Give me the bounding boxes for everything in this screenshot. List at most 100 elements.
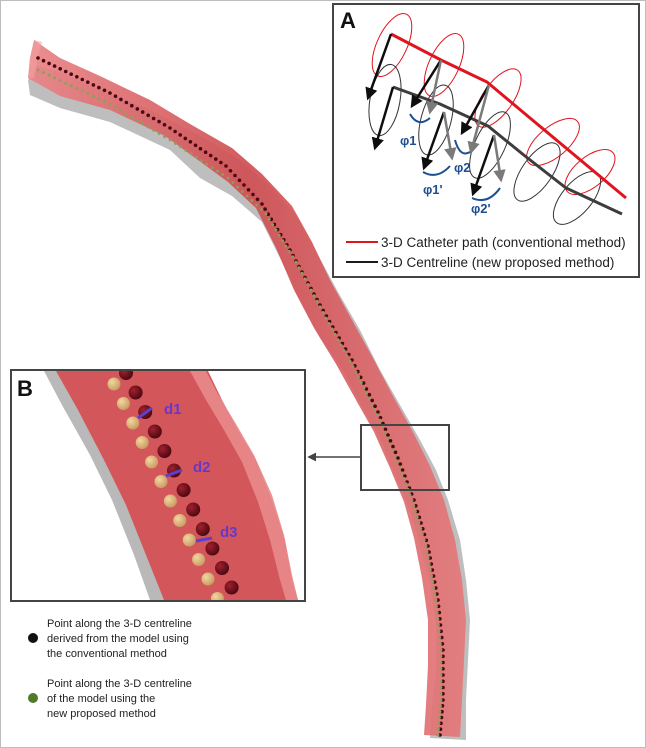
- conventional-point: [135, 107, 140, 111]
- proposed-point: [195, 155, 198, 159]
- proposed-point: [435, 611, 439, 614]
- conventional-point: [427, 550, 431, 554]
- conventional-point: [439, 721, 443, 726]
- conventional-point: [439, 715, 444, 720]
- proposed-point: [58, 79, 62, 82]
- conventional-point: [383, 427, 388, 432]
- proposed-point: [157, 132, 161, 135]
- conventional-point: [432, 580, 437, 584]
- proposed-point: [408, 493, 412, 496]
- conventional-point: [431, 574, 436, 578]
- conventional-point: [441, 648, 445, 652]
- proposed-point: [439, 661, 443, 664]
- vessel-body: [28, 40, 466, 737]
- conventional-point: [440, 704, 445, 708]
- conventional-point: [119, 97, 123, 102]
- conventional-point: [219, 160, 223, 165]
- proposed-point: [312, 294, 316, 297]
- catheter-path-line: [390, 32, 627, 200]
- angle-label-phi1: φ1: [400, 133, 417, 148]
- conventional-point: [266, 212, 271, 216]
- proposed-point: [417, 521, 421, 525]
- inset-proposed-sphere: [192, 553, 206, 566]
- proposed-point: [357, 375, 361, 379]
- proposed-point: [291, 255, 295, 259]
- proposed-point: [324, 316, 328, 320]
- conventional-point: [146, 113, 150, 118]
- conventional-point: [440, 709, 444, 714]
- proposed-point: [92, 94, 95, 98]
- proposed-point: [436, 617, 440, 621]
- proposed-point: [438, 716, 441, 719]
- distance-label-d3: d3: [220, 524, 238, 541]
- proposed-centreline-points: [36, 68, 443, 737]
- proposed-point: [429, 568, 432, 572]
- conventional-point: [435, 592, 439, 596]
- inset-conventional-sphere: [147, 424, 162, 439]
- proposed-point: [415, 515, 419, 519]
- panel-a: A: [332, 3, 640, 278]
- proposed-point: [330, 327, 334, 331]
- legend-dot-proposed: [28, 693, 38, 703]
- proposed-point: [439, 679, 443, 683]
- proposed-point: [336, 338, 340, 341]
- conventional-point: [373, 404, 377, 409]
- conventional-point: [97, 85, 101, 90]
- inset-proposed-sphere: [145, 455, 159, 469]
- conventional-point: [124, 100, 129, 105]
- conventional-point: [386, 433, 390, 437]
- conventional-point: [58, 67, 62, 71]
- proposed-point: [205, 162, 209, 166]
- conventional-point: [364, 387, 369, 391]
- conventional-point: [140, 110, 145, 114]
- conventional-point: [370, 398, 375, 403]
- proposed-point: [365, 391, 369, 395]
- conventional-point: [251, 192, 255, 197]
- conventional-point: [429, 562, 434, 566]
- conventional-point: [421, 527, 425, 531]
- conventional-point: [430, 568, 435, 572]
- proposed-point: [69, 84, 73, 88]
- proposed-point: [146, 125, 150, 129]
- proposed-point: [402, 476, 406, 480]
- proposed-point: [439, 686, 443, 689]
- proposed-point: [264, 212, 268, 216]
- conventional-point: [173, 129, 177, 134]
- conventional-point: [441, 685, 445, 690]
- inset-conventional-sphere: [128, 385, 143, 400]
- proposed-point: [437, 727, 440, 731]
- proposed-point: [141, 122, 145, 125]
- inset-proposed-sphere: [163, 494, 177, 508]
- proposed-point: [321, 311, 325, 314]
- inset-proposed-sphere: [126, 416, 140, 430]
- conventional-point: [52, 64, 57, 68]
- proposed-point: [359, 381, 363, 385]
- conventional-point: [424, 538, 429, 543]
- proposed-point: [339, 343, 343, 347]
- proposed-point: [439, 667, 443, 671]
- conventional-point: [91, 83, 96, 87]
- conventional-point: [367, 392, 372, 397]
- proposed-point: [277, 233, 281, 237]
- proposed-point: [394, 454, 397, 458]
- proposed-point: [47, 73, 51, 77]
- proposed-point: [354, 370, 358, 374]
- proposed-point: [309, 288, 313, 292]
- proposed-point: [414, 510, 417, 513]
- inset-proposed-sphere: [154, 475, 168, 488]
- proposed-point: [297, 266, 301, 269]
- proposed-point: [348, 359, 352, 363]
- proposed-point: [439, 673, 443, 677]
- conventional-point: [214, 157, 218, 161]
- proposed-point: [255, 203, 258, 207]
- conventional-point: [441, 654, 445, 659]
- inset-proposed-sphere: [173, 514, 187, 527]
- conventional-point: [436, 604, 441, 609]
- conventional-point: [188, 140, 193, 144]
- conventional-point: [75, 75, 79, 79]
- conventional-point: [436, 598, 440, 602]
- proposed-point: [135, 119, 139, 122]
- proposed-point: [434, 598, 438, 602]
- conventional-point: [440, 642, 445, 646]
- angle-label-phi1-prime: φ1': [423, 182, 443, 197]
